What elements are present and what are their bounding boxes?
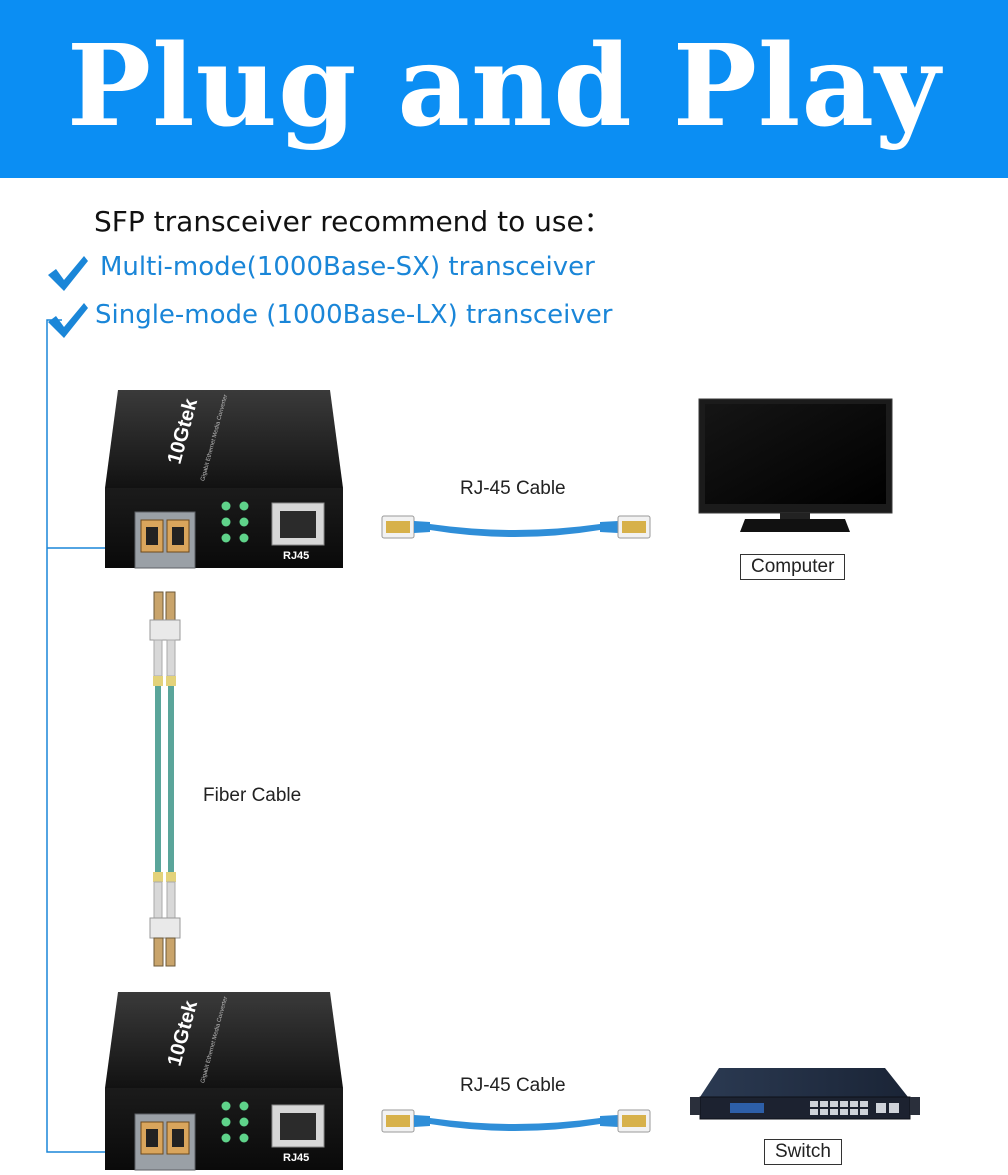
recommend-heading: SFP transceiver recommend to use： <box>94 205 612 238</box>
rj45-cable-top <box>381 515 651 539</box>
banner-title: Plug and Play <box>66 21 942 152</box>
rj45-port-label-bottom: RJ45 <box>283 1152 310 1164</box>
option-multimode: Multi-mode(1000Base-SX) transceiver <box>100 252 595 282</box>
switch-label: Switch <box>764 1139 842 1165</box>
media-converter-bottom <box>105 992 343 1171</box>
rj45-port-label-top: RJ45 <box>283 550 310 562</box>
fiber-cable <box>149 591 181 967</box>
option-singlemode: Single-mode (1000Base-LX) transceiver <box>95 300 613 330</box>
rj45-cable-bottom <box>381 1109 651 1133</box>
media-converter-top <box>105 390 343 569</box>
network-switch <box>690 1068 920 1120</box>
checkmark-icon <box>48 303 88 338</box>
fiber-cable-label: Fiber Cable <box>203 785 302 806</box>
rj45-cable-label-top: RJ-45 Cable <box>460 478 566 499</box>
rj45-cable-label-bottom: RJ-45 Cable <box>460 1075 566 1096</box>
title-banner: Plug and Play <box>0 0 1008 178</box>
computer-monitor <box>698 398 893 532</box>
checkmark-icon <box>48 256 88 291</box>
computer-label: Computer <box>740 554 846 580</box>
